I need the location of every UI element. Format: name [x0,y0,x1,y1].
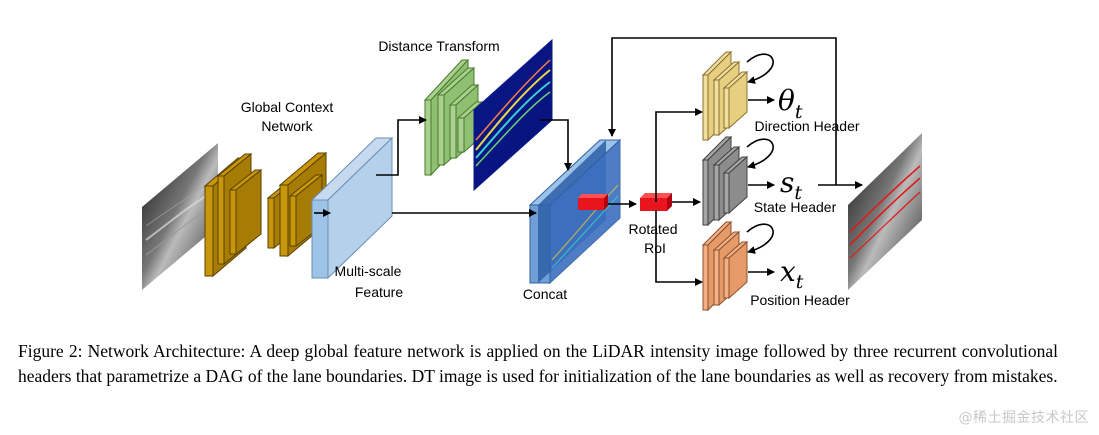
label-multi-scale-line2: Feature [355,284,403,300]
direction-header-blocks [701,50,749,142]
label-concat: Concat [523,286,567,302]
output-state: st [780,166,802,204]
watermark: @稀土掘金技术社区 [958,410,1089,426]
label-multi-scale-line1: Multi-scale [335,263,402,279]
connections [314,37,863,286]
architecture-diagram: Global Context Network Distance Transfor… [142,37,922,312]
distance-transform-image [473,38,553,192]
label-rotated-roi-line1: Rotated [628,221,677,237]
output-lane-image [848,133,922,290]
label-rotated-roi-line2: RoI [644,240,666,256]
label-distance-transform: Distance Transform [378,38,499,54]
roi-crop-concat [578,194,608,210]
state-header-blocks [701,135,749,227]
label-direction-header: Direction Header [754,118,859,134]
label-state-header: State Header [754,199,837,215]
distance-transform-blocks [423,58,484,177]
label-position-header: Position Header [750,292,850,308]
figure-caption: Figure 2: Network Architecture: A deep g… [18,341,1058,386]
position-header-blocks [701,220,749,312]
label-global-context-line2: Network [261,118,313,134]
multi-scale-feature-block [310,136,394,280]
global-context-network-blocks [203,151,328,278]
label-global-context-line1: Global Context [241,99,334,115]
output-position: xt [780,255,804,293]
output-theta: θt [778,84,803,123]
concat-volume [528,138,622,285]
